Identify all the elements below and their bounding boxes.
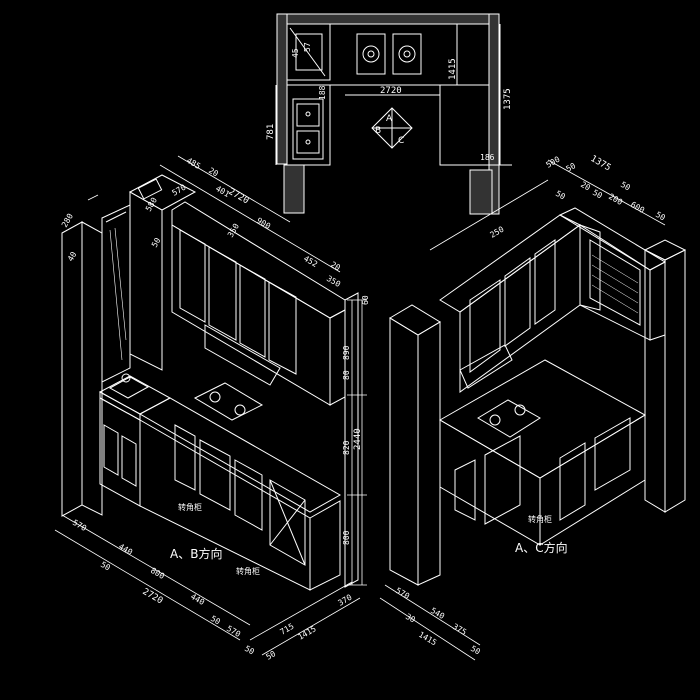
dim-right-50b: 50	[591, 188, 604, 201]
dim-left-v820: 820	[342, 440, 351, 455]
dim-plan-1375: 1375	[503, 88, 513, 110]
dim-left-b800: 800	[149, 566, 166, 581]
caption-ac: A、C方向	[515, 540, 568, 555]
dim-left-c715: 715	[279, 622, 296, 637]
marker-c: C	[398, 136, 404, 146]
dim-right-b570: 570	[394, 586, 411, 601]
dim-left-900: 900	[255, 216, 272, 231]
marker-a: A	[386, 114, 393, 124]
dim-plan-188: 188	[318, 85, 327, 100]
dim-right-b540: 540	[429, 606, 446, 621]
dim-left-350-side: 350	[226, 222, 241, 239]
caption-ab: A、B方向	[170, 546, 222, 561]
dim-left-40: 40	[66, 250, 79, 263]
dim-left-b2720: 2720	[141, 587, 165, 607]
dim-left-570-top: 570	[171, 183, 188, 198]
dim-right-20: 20	[579, 180, 592, 193]
corner-cabinet-label-2: 转角柜	[236, 566, 260, 576]
dim-left-b50b: 50	[209, 614, 222, 627]
dim-left-20b: 20	[329, 260, 342, 273]
dim-left-350: 350	[325, 274, 342, 289]
dim-left-280: 280	[60, 212, 75, 229]
dim-plan-781: 781	[266, 124, 276, 140]
dim-right-50e: 50	[554, 189, 567, 202]
dim-right-200: 200	[607, 192, 624, 207]
dim-left-v60: 60	[361, 295, 370, 305]
dim-right-50d: 50	[654, 210, 667, 223]
floor-plan	[275, 13, 512, 215]
dim-plan-57: 57	[303, 42, 312, 52]
dim-right-b1415: 1415	[417, 630, 438, 648]
dim-plan-2720: 2720	[380, 86, 402, 96]
dim-left-50: 50	[150, 236, 163, 249]
dim-left-b50c: 50	[243, 644, 256, 657]
plan-dimension-labels: 2720 1415 1375 781 45 57 188 186 A B C	[266, 42, 513, 162]
dim-right-1375: 1375	[589, 154, 613, 174]
dim-right-b375: 375	[451, 622, 468, 637]
dim-right-b30: 30	[404, 612, 417, 625]
dim-left-c50: 50	[265, 649, 278, 662]
left-isometric-view	[61, 174, 359, 591]
dim-right-b50: 50	[469, 644, 482, 657]
dim-left-b440b: 440	[189, 592, 206, 607]
dim-left-20: 20	[207, 166, 220, 179]
dim-plan-45: 45	[291, 48, 300, 58]
dim-right-250: 250	[489, 225, 506, 240]
dim-left-c1415: 1415	[297, 624, 318, 642]
corner-cabinet-label-1: 转角柜	[178, 502, 202, 512]
dimension-lines	[54, 155, 666, 661]
dim-left-v800: 800	[342, 530, 351, 545]
dim-plan-1415: 1415	[448, 58, 458, 80]
dim-left-v2440: 2440	[353, 428, 363, 450]
marker-b: B	[375, 126, 381, 136]
right-isometric-view	[389, 207, 687, 586]
dim-right-50c: 50	[619, 180, 632, 193]
dim-left-580: 580	[144, 196, 159, 213]
dim-left-v80: 80	[342, 370, 351, 380]
dim-left-b570b: 570	[225, 624, 242, 639]
right-view-labels: A、C方向 转角柜 500 50 1375 20 50 200 50 600 5…	[394, 154, 667, 657]
dim-left-v890: 890	[342, 345, 351, 360]
dim-left-b50: 50	[99, 560, 112, 573]
left-view-labels: 485 20 2720 401 900 452 20 350 350 280 4…	[60, 156, 370, 662]
dim-left-b440: 440	[117, 542, 134, 557]
corner-cabinet-label-r: 转角柜	[528, 514, 552, 524]
dim-plan-186: 186	[480, 153, 495, 162]
dim-left-452: 452	[302, 254, 319, 269]
dim-left-b570: 570	[71, 518, 88, 533]
dim-right-50: 50	[565, 161, 578, 174]
dim-left-c370: 370	[337, 593, 354, 608]
dim-right-500: 500	[545, 155, 562, 170]
